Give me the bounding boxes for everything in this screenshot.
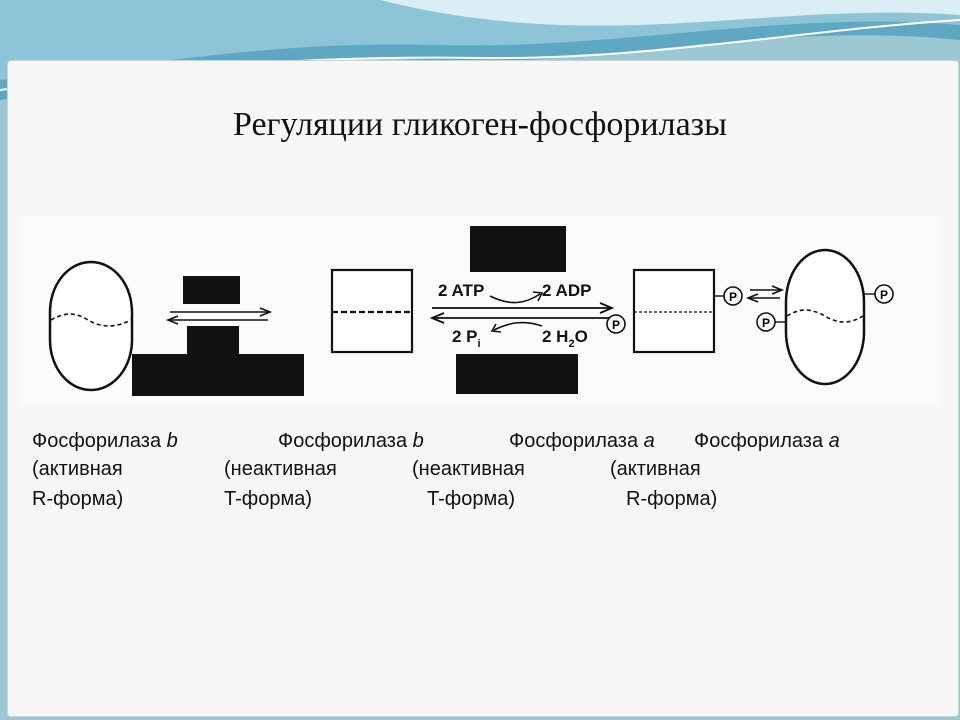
label-state-4: (активная — [610, 458, 701, 480]
effector-stem-left — [187, 326, 239, 356]
phosphatase-block — [456, 354, 578, 394]
oval-a-r-form — [784, 248, 866, 386]
label-name-1: Фосфорилаза b — [32, 430, 178, 452]
phosphate-label-3: P — [880, 288, 888, 302]
phosphate-label-4: P — [762, 316, 770, 330]
label-name-3: Фосфорилаза a — [509, 430, 655, 452]
effector-block-top-left — [183, 276, 240, 304]
label-name-4: Фосфорилаза a — [694, 430, 840, 452]
label-2-adp: 2 ADP — [542, 281, 591, 300]
phosphate-circle-2 — [723, 286, 743, 306]
label-state-1: (активная — [32, 458, 123, 480]
label-state-2: (неактивная — [224, 458, 337, 480]
oval-b-r-form — [48, 260, 134, 392]
label-name-2: Фосфорилаза b — [278, 430, 424, 452]
label-state-3: (неактивная — [412, 458, 525, 480]
phosphate-label-2: P — [729, 290, 737, 304]
square-a-t-form — [632, 268, 716, 354]
wavy-line-b-r — [50, 313, 132, 327]
label-form-2: T-форма) — [224, 488, 313, 510]
label-form-3: T-форма) — [427, 488, 516, 510]
label-form-4: R-форма) — [626, 488, 718, 510]
label-2-pi: 2 Pi — [452, 327, 481, 350]
phosphate-label-1: P — [612, 318, 620, 332]
slide-title: Регуляции гликоген-фосфорилазы — [233, 106, 727, 143]
phosphate-circle-3 — [874, 284, 894, 304]
phosphate-circle-1 — [606, 314, 626, 334]
kinase-block — [470, 226, 566, 272]
effector-base-left — [132, 354, 304, 396]
label-2-h2o: 2 H2O — [542, 327, 588, 350]
phosphate-circle-4 — [756, 312, 776, 332]
phosphorylase-regulation-diagram: 2 ATP 2 ADP 2 Pi 2 H2O P P P P — [20, 216, 940, 406]
label-2-atp: 2 ATP — [438, 281, 484, 300]
decorative-wave-header — [0, 0, 960, 100]
label-form-1: R-форма) — [32, 488, 124, 510]
